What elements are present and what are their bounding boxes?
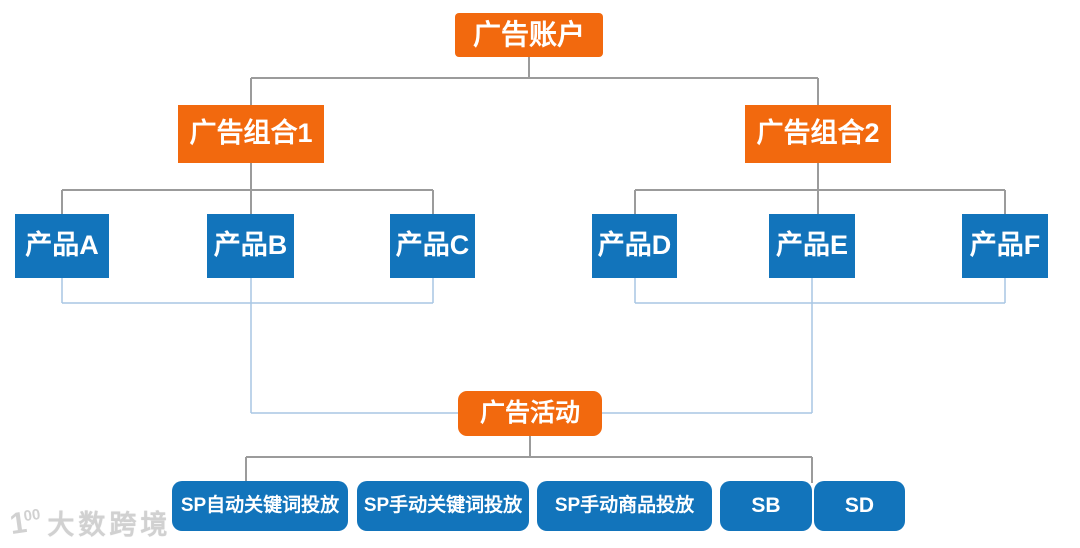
node-sp-manual-keyword: SP手动关键词投放 xyxy=(357,481,529,531)
edge-productsDEF-to-campaign xyxy=(600,278,1006,414)
node-sb: SB xyxy=(720,481,812,531)
node-portfolio-2: 广告组合2 xyxy=(745,105,891,163)
watermark-text: 大数跨境 xyxy=(47,510,172,540)
node-product-c: 产品C xyxy=(390,214,475,278)
node-sd: SD xyxy=(814,481,905,531)
node-ad-campaign: 广告活动 xyxy=(458,391,602,436)
edge-portfolio2-to-products xyxy=(634,163,1006,216)
node-sp-auto-keyword: SP自动关键词投放 xyxy=(172,481,348,531)
edge-campaign-to-adtypes xyxy=(245,436,813,483)
node-product-b: 产品B xyxy=(207,214,294,278)
node-product-a: 产品A xyxy=(15,214,109,278)
watermark: 100 大数跨境 xyxy=(7,503,172,542)
watermark-logo-icon: 100 xyxy=(7,505,42,541)
edge-account-to-portfolios xyxy=(250,57,819,107)
node-ad-account: 广告账户 xyxy=(455,13,603,57)
node-portfolio-1: 广告组合1 xyxy=(178,105,324,163)
node-sp-manual-product: SP手动商品投放 xyxy=(537,481,712,531)
edge-productsABC-to-campaign xyxy=(61,278,460,414)
edge-portfolio1-to-products xyxy=(61,163,434,216)
node-product-e: 产品E xyxy=(769,214,855,278)
node-product-d: 产品D xyxy=(592,214,677,278)
node-product-f: 产品F xyxy=(962,214,1048,278)
